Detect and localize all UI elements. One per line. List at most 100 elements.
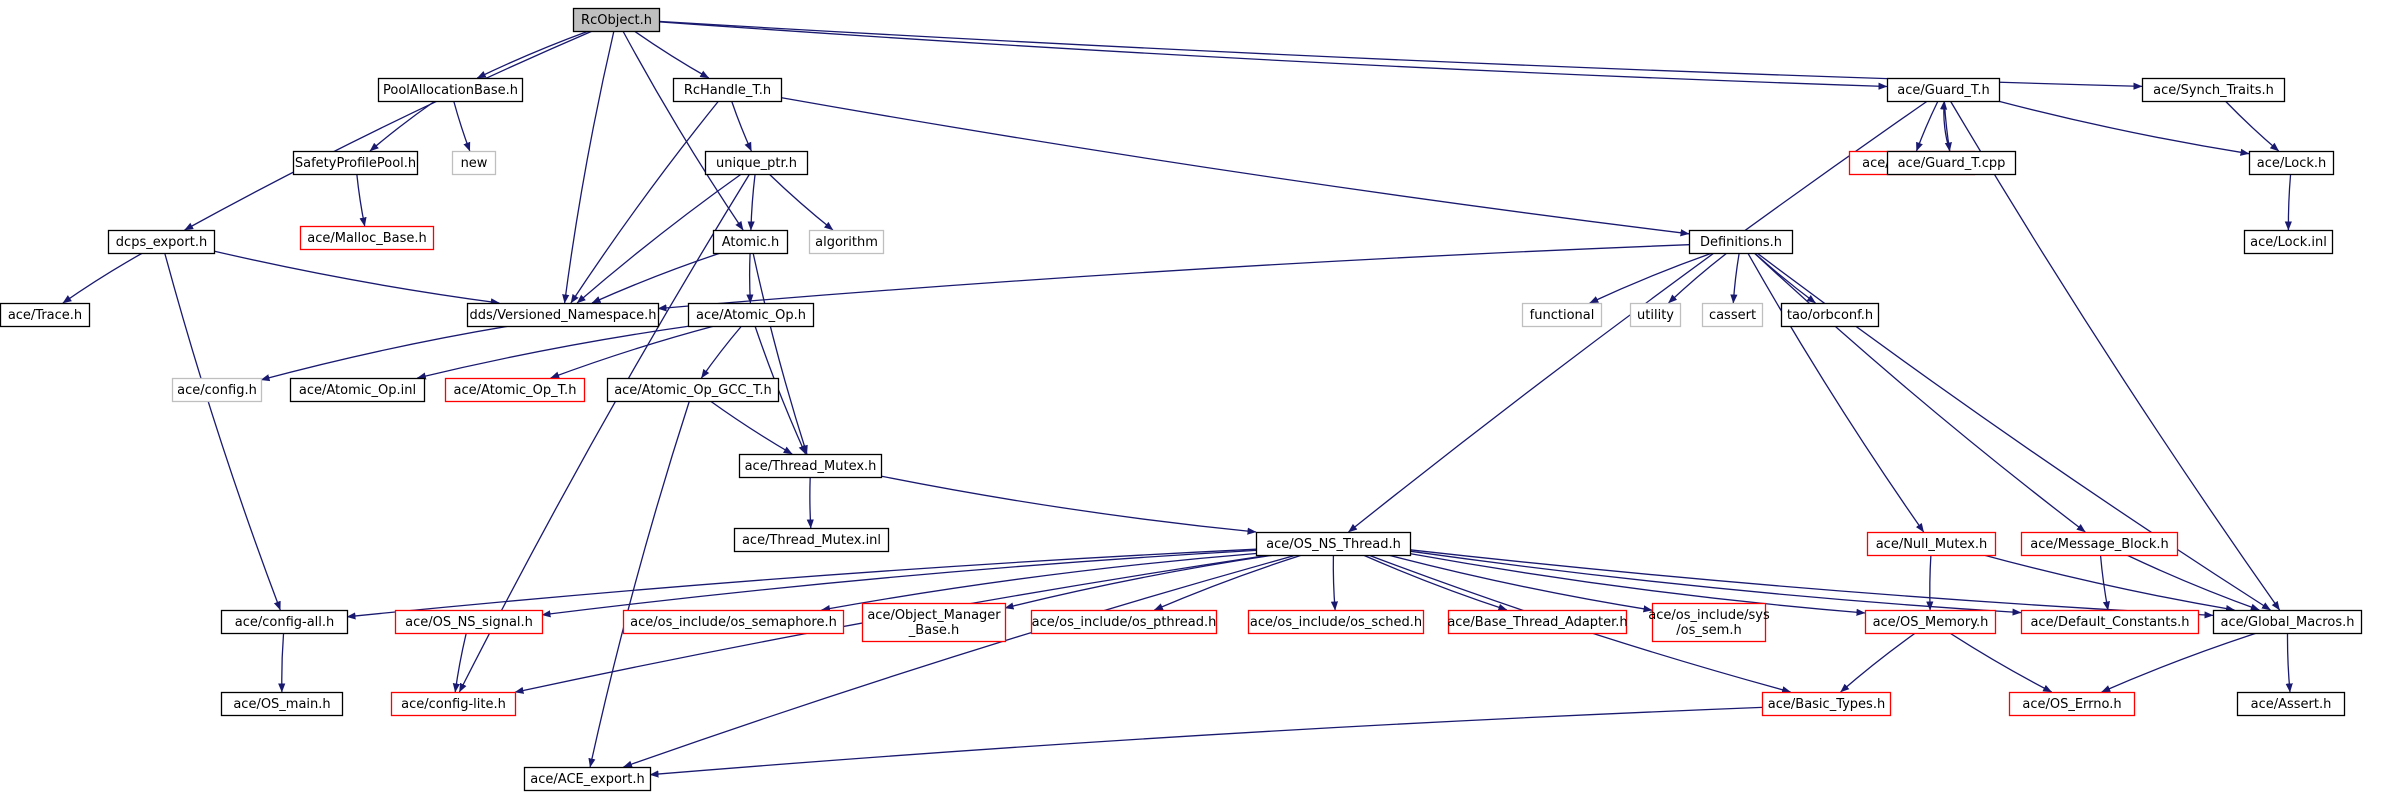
node-box (808, 229, 885, 255)
node-assert[interactable]: ace/Assert.h (2236, 691, 2346, 717)
node-box (2020, 531, 2179, 557)
node-new[interactable]: new (451, 150, 497, 176)
node-globalmacros[interactable]: ace/Global_Macros.h (2212, 609, 2363, 635)
node-label: /os_sem.h (1676, 623, 1741, 638)
node-box (1780, 302, 1880, 328)
node-configlite[interactable]: ace/config-lite.h (390, 691, 517, 717)
node-label: ace/Message_Block.h (2030, 537, 2169, 552)
node-label: ace/os_include/os_pthread.h (1032, 615, 1217, 630)
node-label: ace/config-all.h (235, 615, 335, 630)
edge-rchandle-to-uniqueptr (730, 100, 752, 152)
node-osnsthread[interactable]: ace/OS_NS_Thread.h (1255, 531, 1412, 557)
node-basethread[interactable]: ace/Base_Thread_Adapter.h (1447, 609, 1628, 635)
edge-guardt-to-lock (1997, 100, 2250, 156)
node-guardt[interactable]: ace/Guard_T.h (1886, 77, 2001, 103)
node-safetyprofile[interactable]: SafetyProfilePool.h (292, 150, 419, 176)
node-configall[interactable]: ace/config-all.h (220, 609, 349, 635)
node-atomicopt[interactable]: ace/Atomic_Op_T.h (444, 377, 586, 403)
node-osmain[interactable]: ace/OS_main.h (220, 691, 344, 717)
node-guardcpp[interactable]: ace/Guard_T.cpp (1886, 150, 2017, 176)
node-label: utility (1637, 308, 1674, 323)
edge-guardt-to-guardinl (1915, 100, 1939, 152)
node-objmanager[interactable]: ace/Object_Manager_Base.h (861, 602, 1007, 643)
node-label: functional (1530, 308, 1595, 323)
edge-nullmutex-to-globalmacros (1983, 554, 2235, 613)
node-atomicopgcc[interactable]: ace/Atomic_Op_GCC_T.h (606, 377, 780, 403)
edge-osnsthread-to-ossemaphore (821, 552, 1257, 613)
node-threadmutex[interactable]: ace/Thread_Mutex.h (738, 453, 883, 479)
node-atomic[interactable]: Atomic.h (712, 229, 789, 255)
node-label: ace/os_include/os_semaphore.h (630, 615, 837, 630)
node-osmemory[interactable]: ace/OS_Memory.h (1864, 609, 1997, 635)
node-box (220, 609, 349, 635)
node-box (444, 377, 586, 403)
node-synchtraits[interactable]: ace/Synch_Traits.h (2141, 77, 2286, 103)
edge-rchandle-to-definitions (780, 96, 1690, 237)
node-label: ace/Malloc_Base.h (307, 231, 427, 246)
node-rcobject[interactable]: RcObject.h (572, 7, 661, 33)
node-label: ace/Trace.h (8, 308, 82, 323)
edge-osnsthread-to-configall (346, 548, 1257, 620)
node-versioned[interactable]: dds/Versioned_Namespace.h (466, 302, 660, 328)
node-uniqueptr[interactable]: unique_ptr.h (704, 150, 809, 176)
node-box (2008, 691, 2136, 717)
node-box (2236, 691, 2346, 717)
edge-rcobject-to-synchtraits (658, 20, 2143, 90)
node-poolalloc[interactable]: PoolAllocationBase.h (377, 77, 524, 103)
node-atomicopinl[interactable]: ace/Atomic_Op.inl (289, 377, 426, 403)
node-messageblock[interactable]: ace/Message_Block.h (2020, 531, 2179, 557)
node-box (289, 377, 426, 403)
edge-messageblock-to-globalmacros (2126, 554, 2260, 611)
node-label: ace/Lock.inl (2250, 235, 2327, 250)
edges-layer (62, 20, 2293, 778)
node-label: ace/Null_Mutex.h (1876, 537, 1988, 552)
node-label: ace/Guard_T.h (1897, 83, 1989, 98)
node-box (0, 302, 91, 328)
node-lockinl[interactable]: ace/Lock.inl (2243, 229, 2334, 255)
node-label: PoolAllocationBase.h (383, 83, 518, 98)
node-box (1701, 302, 1764, 328)
node-aceexport[interactable]: ace/ACE_export.h (523, 766, 652, 792)
node-basictypes[interactable]: ace/Basic_Types.h (1761, 691, 1892, 717)
edge-definitions-to-nullmutex (1747, 252, 1925, 533)
node-functional[interactable]: functional (1521, 302, 1603, 328)
node-label: ace/Lock.h (2257, 156, 2327, 171)
edge-rcobject-to-atomic (622, 30, 744, 231)
node-lock[interactable]: ace/Lock.h (2248, 150, 2335, 176)
node-definitions[interactable]: Definitions.h (1688, 229, 1794, 255)
node-cassert[interactable]: cassert (1701, 302, 1764, 328)
node-algorithm[interactable]: algorithm (808, 229, 885, 255)
node-ossched[interactable]: ace/os_include/os_sched.h (1247, 609, 1425, 635)
edge-threadmutex-to-threadmutexinl (806, 476, 814, 529)
node-rchandle[interactable]: RcHandle_T.h (672, 77, 783, 103)
node-ossem[interactable]: ace/os_include/sys/os_sem.h (1648, 602, 1770, 643)
node-ospthread[interactable]: ace/os_include/os_pthread.h (1030, 609, 1218, 635)
node-label: ace/Thread_Mutex.inl (742, 533, 881, 548)
node-trace[interactable]: ace/Trace.h (0, 302, 91, 328)
node-nullmutex[interactable]: ace/Null_Mutex.h (1866, 531, 1997, 557)
node-utility[interactable]: utility (1629, 302, 1682, 328)
node-label: ace/os_include/os_sched.h (1250, 615, 1422, 630)
node-label: ace/Base_Thread_Adapter.h (1447, 615, 1627, 630)
edge-rcobject-to-poolalloc (476, 30, 589, 79)
node-orbconf[interactable]: tao/orbconf.h (1780, 302, 1880, 328)
node-config[interactable]: ace/config.h (171, 377, 263, 403)
node-osnssignal[interactable]: ace/OS_NS_signal.h (394, 609, 544, 635)
node-box (1761, 691, 1892, 717)
node-label: ace/Atomic_Op_GCC_T.h (614, 383, 772, 398)
node-box (107, 229, 216, 255)
node-box (1521, 302, 1603, 328)
node-box (523, 766, 652, 792)
node-ossemaphore[interactable]: ace/os_include/os_semaphore.h (622, 609, 845, 635)
node-mallocbase[interactable]: ace/Malloc_Base.h (299, 225, 435, 251)
node-box (704, 150, 809, 176)
node-dcpsexport[interactable]: dcps_export.h (107, 229, 216, 255)
node-oserrno[interactable]: ace/OS_Errno.h (2008, 691, 2136, 717)
edge-atomic-to-threadmutex (752, 252, 808, 455)
node-label: ace/config-lite.h (401, 697, 506, 712)
node-atomicop[interactable]: ace/Atomic_Op.h (687, 302, 815, 328)
node-label: ace/Synch_Traits.h (2153, 83, 2274, 98)
node-defconst[interactable]: ace/Default_Constants.h (2020, 609, 2200, 635)
node-threadmutexinl[interactable]: ace/Thread_Mutex.inl (733, 527, 890, 553)
